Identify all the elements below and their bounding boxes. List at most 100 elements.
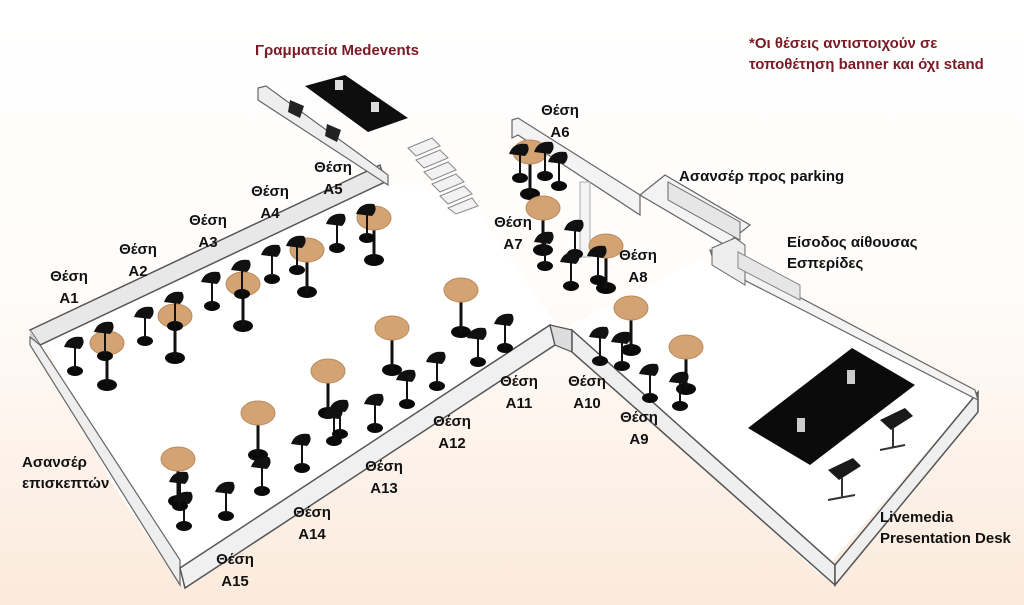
secretariat-chair: [288, 100, 304, 118]
bar-stool: [231, 259, 251, 299]
bar-stool: [669, 371, 689, 411]
visitor-elevator-line1: Ασανσέρ: [22, 454, 87, 471]
position-word: Θέση: [433, 413, 471, 430]
desk-monitor: [797, 418, 805, 432]
position-word: Θέση: [500, 373, 538, 390]
position-code: A2: [128, 263, 148, 280]
high-table: [374, 315, 410, 376]
position-code: A12: [438, 435, 466, 452]
high-table: [613, 295, 649, 356]
position-code: A10: [573, 395, 601, 412]
position-label-a2: Θέση A2: [113, 239, 163, 283]
position-label-a3: Θέση A3: [183, 210, 233, 254]
bar-stool: [534, 231, 554, 271]
bar-stool: [467, 327, 487, 367]
position-label-a1: Θέση A1: [44, 266, 94, 310]
high-table: [443, 277, 479, 338]
position-word: Θέση: [50, 268, 88, 285]
bar-stool: [589, 326, 609, 366]
bar-stool: [164, 291, 184, 331]
bar-stool: [426, 351, 446, 391]
position-code: A11: [505, 395, 533, 412]
position-code: A15: [221, 573, 249, 590]
presentation-desk: [748, 348, 915, 465]
position-code: A13: [370, 480, 398, 497]
position-word: Θέση: [251, 183, 289, 200]
desk-monitor: [847, 370, 855, 384]
position-code: A6: [550, 124, 570, 141]
secretariat-table: [305, 75, 408, 132]
position-word: Θέση: [494, 214, 532, 231]
bar-stool: [134, 306, 154, 346]
position-word: Θέση: [541, 102, 579, 119]
bar-stool: [64, 336, 84, 376]
wall-entrance-door: [737, 251, 801, 301]
entrance-label-line1: Είσοδος αίθουσας: [787, 234, 918, 251]
position-label-a12: Θέση A12: [427, 411, 477, 455]
bar-stool: [639, 363, 659, 403]
position-label-a15: Θέση A15: [210, 549, 260, 593]
presentation-desk-line1: Livemedia: [880, 509, 954, 526]
bar-stool: [261, 244, 281, 284]
wall-corner: [549, 324, 573, 353]
secretariat-label: Γραμματεία Medevents: [255, 42, 419, 59]
wall-left-end: [29, 335, 181, 588]
bar-stool: [494, 313, 514, 353]
position-label-a13: Θέση A13: [359, 456, 409, 500]
bar-stool: [326, 213, 346, 253]
wall-right-outer: [834, 389, 979, 588]
position-label-a11: Θέση A11: [494, 371, 544, 415]
bar-stool: [534, 141, 554, 181]
bar-stool: [251, 456, 271, 496]
position-code: A4: [260, 205, 280, 222]
position-code: A14: [298, 526, 326, 543]
presentation-desk-line2: Presentation Desk: [880, 530, 1011, 547]
position-word: Θέση: [314, 159, 352, 176]
position-label-a8: Θέση A8: [613, 245, 663, 289]
position-label-a9: Θέση A9: [614, 407, 664, 451]
position-code: A9: [629, 431, 649, 448]
position-label-a7: Θέση A7: [488, 212, 538, 256]
entrance-label-line2: Εσπερίδες: [787, 255, 864, 272]
secretariat-chair: [325, 124, 341, 142]
bar-stool: [356, 203, 376, 243]
position-word: Θέση: [568, 373, 606, 390]
bar-stool: [396, 369, 416, 409]
banner-note-line2: τοποθέτηση banner και όχι stand: [749, 56, 984, 73]
bar-stool: [215, 481, 235, 521]
office-chair: [879, 408, 913, 451]
position-label-a6: Θέση A6: [535, 100, 585, 144]
visitor-elevator-label: Ασανσέρ επισκεπτών: [22, 452, 109, 494]
stairs: [407, 137, 479, 215]
position-word: Θέση: [216, 551, 254, 568]
position-code: A3: [198, 234, 218, 251]
bar-stool: [173, 491, 193, 531]
position-word: Θέση: [620, 409, 658, 426]
secretariat-monitor: [335, 80, 343, 90]
high-table: [525, 195, 561, 256]
bar-stool: [548, 151, 568, 191]
wall-elevator-recess: [667, 181, 741, 241]
visitor-elevator-line2: επισκεπτών: [22, 475, 110, 492]
bar-stool: [169, 471, 189, 511]
position-label-a4: Θέση A4: [245, 181, 295, 225]
banner-note-line1: *Οι θέσεις αντιστοιχούν σε: [749, 35, 938, 52]
bar-stool: [509, 143, 529, 183]
bar-stool: [291, 433, 311, 473]
position-word: Θέση: [189, 212, 227, 229]
position-word: Θέση: [293, 504, 331, 521]
position-code: A8: [628, 269, 648, 286]
position-code: A1: [59, 290, 79, 307]
position-word: Θέση: [119, 241, 157, 258]
presentation-desk-label: Livemedia Presentation Desk: [880, 507, 1011, 549]
position-word: Θέση: [619, 247, 657, 264]
high-table: [289, 237, 325, 298]
position-label-a10: Θέση A10: [562, 371, 612, 415]
bar-stool: [560, 251, 580, 291]
bar-stool: [329, 399, 349, 439]
position-code: A7: [503, 236, 523, 253]
bar-stool: [201, 271, 221, 311]
position-label-a14: Θέση A14: [287, 502, 337, 546]
bar-stool: [364, 393, 384, 433]
